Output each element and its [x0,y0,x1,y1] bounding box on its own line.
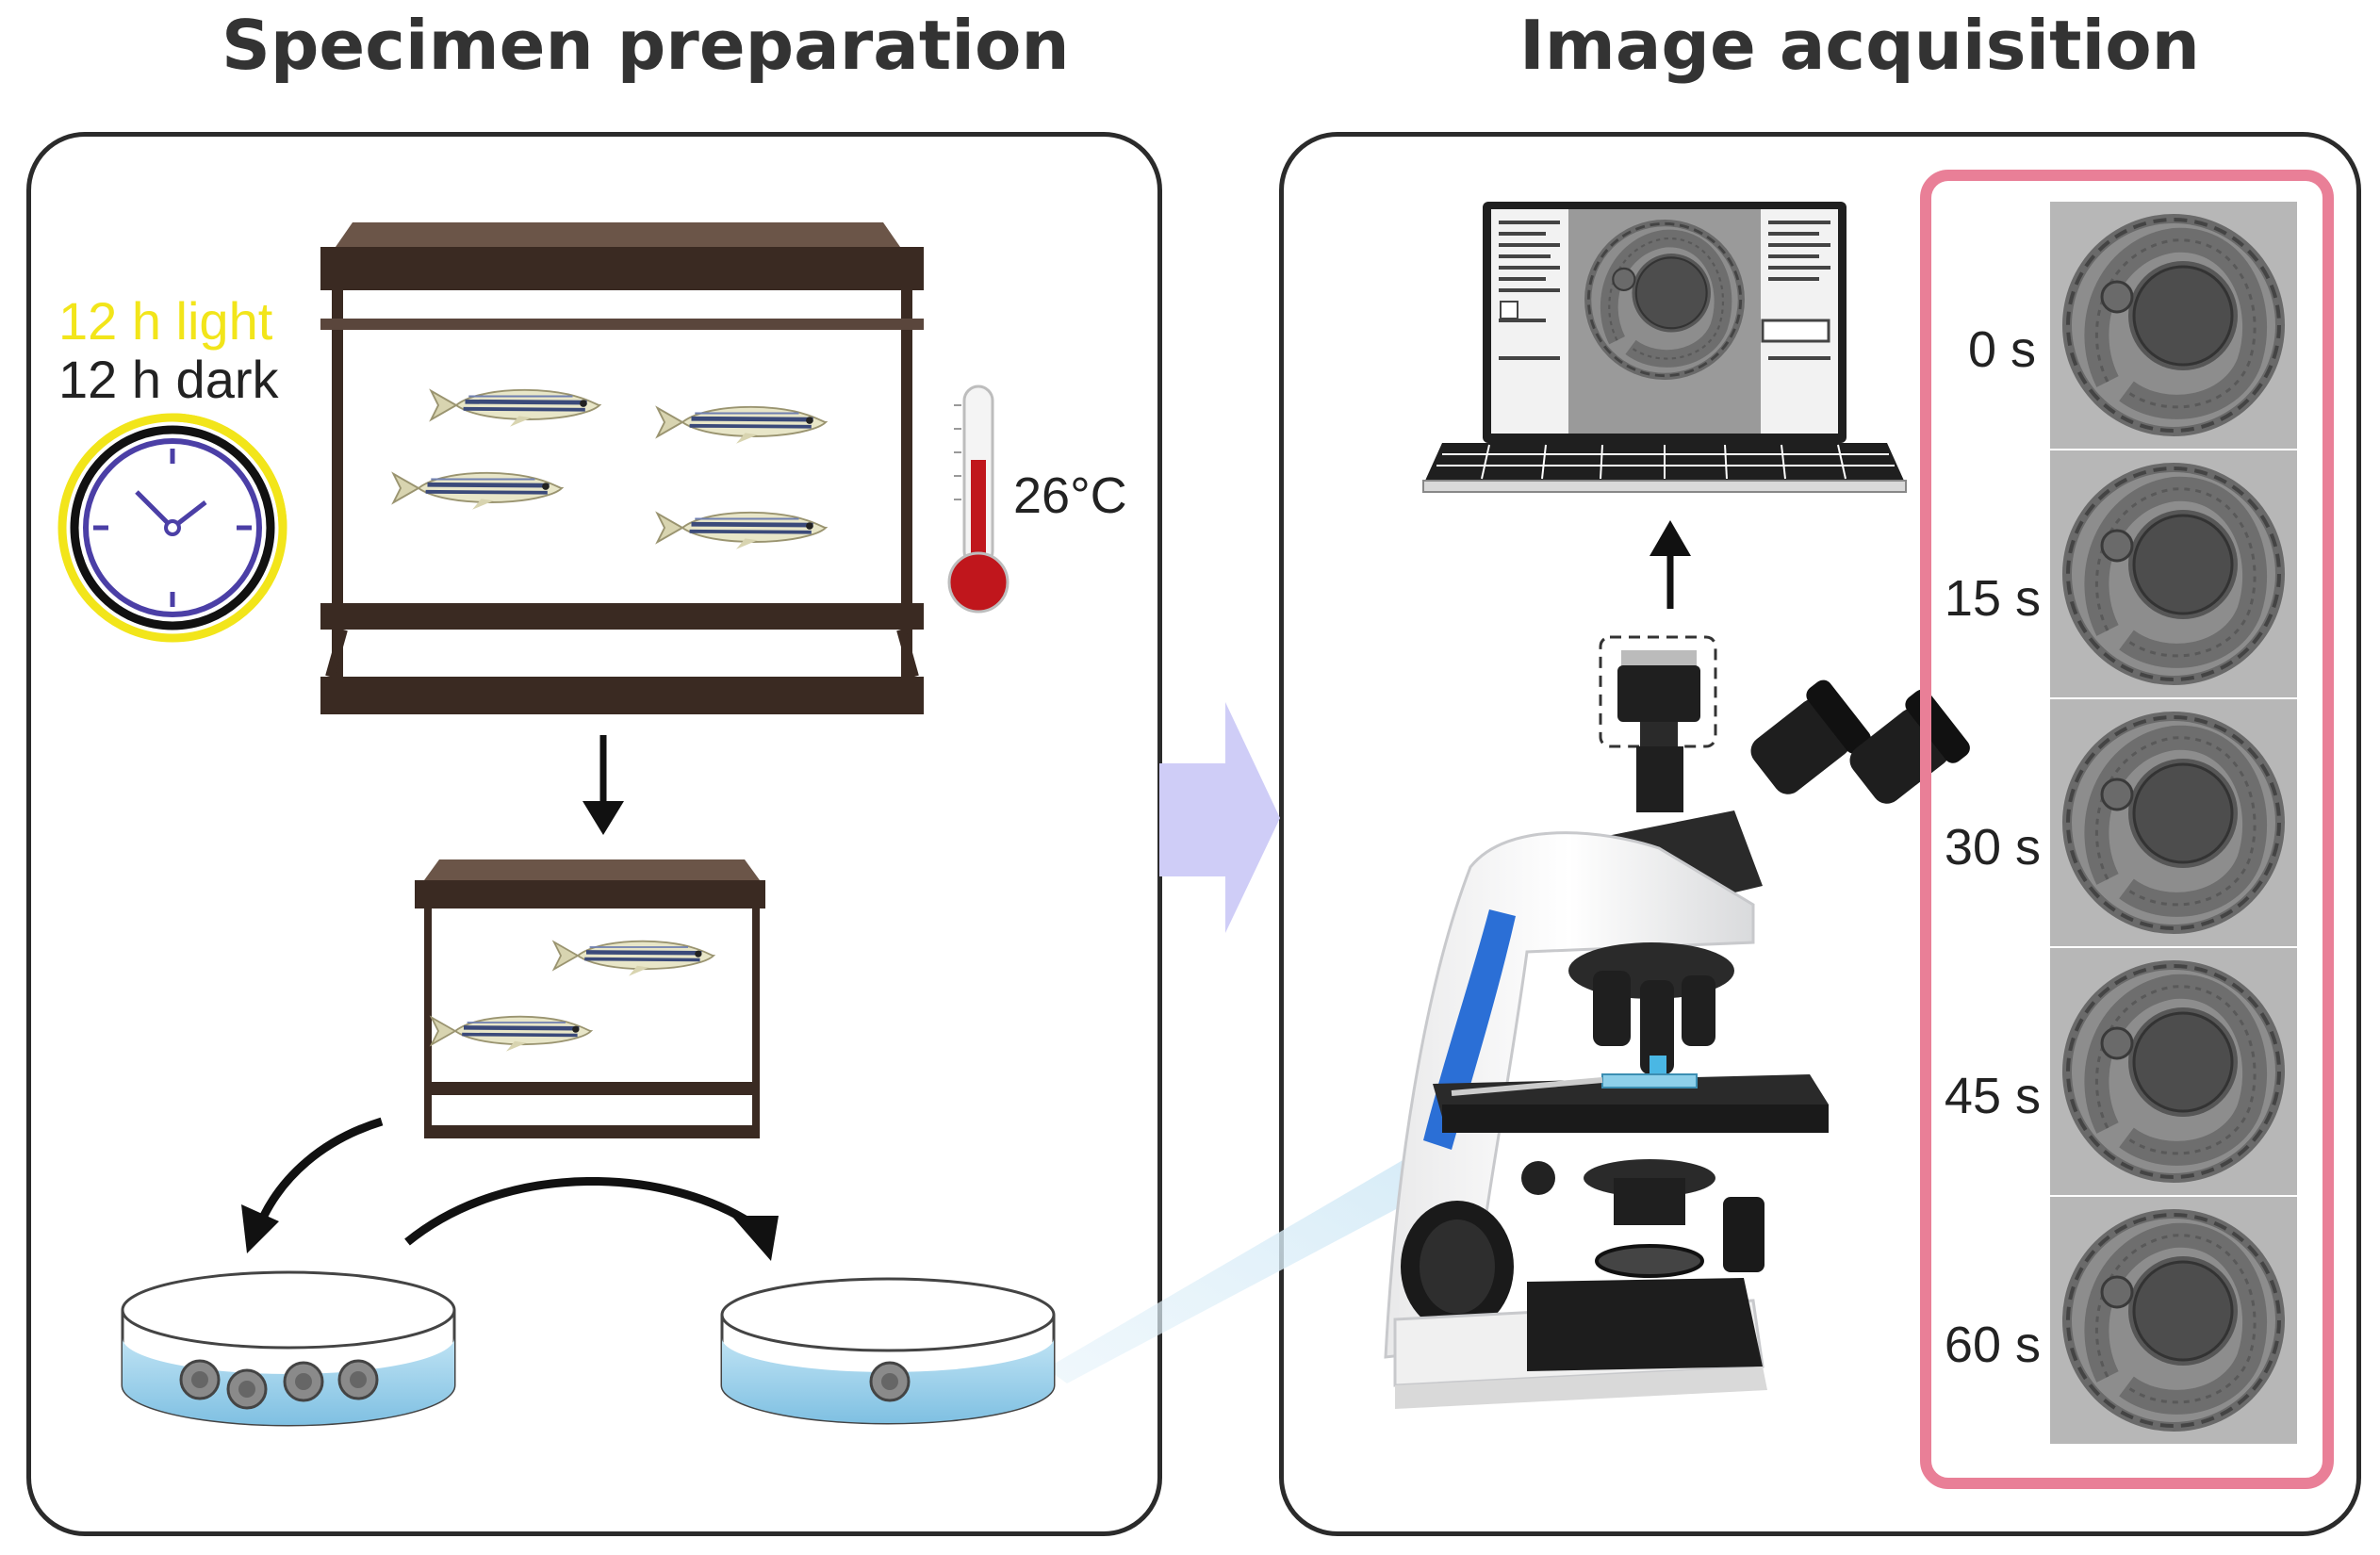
curved-arrow-icon [404,1176,779,1261]
light-beam [1046,1123,1494,1383]
curved-arrow-icon [241,1117,384,1253]
embryo-frame [2050,948,2297,1195]
embryo-frame [2050,202,2297,449]
zebrafish-icon [393,473,562,510]
petri-dish-icon [720,1277,1056,1425]
camera-icon [1599,635,1717,750]
zebrafish-icon [431,390,599,427]
timepoint-label: 60 s [1944,1317,2041,1373]
embryo-frame [2050,1197,2297,1444]
temperature-label: 26°C [1013,467,1127,524]
section-title-image-acquisition: Image acquisition [1519,6,2200,85]
up-arrow-icon [1650,520,1691,609]
microscope-icon [1384,679,1970,1409]
fish-tank-icon [320,222,924,714]
timepoint-label: 0 s [1967,321,2036,378]
timepoint-label: 15 s [1944,570,2041,627]
fish-tank-icon [415,859,765,1138]
light-cycle-label: 12 h light [58,291,273,351]
thermometer-icon [947,385,1009,614]
zebrafish-icon [554,941,714,976]
section-title-specimen-preparation: Specimen preparation [222,6,1070,85]
zebrafish-icon [432,1017,591,1052]
petri-dish-icon [121,1270,456,1427]
timepoint-label: 45 s [1944,1068,2041,1124]
down-arrow-icon [583,735,624,835]
laptop-icon [1422,202,1907,493]
dark-cycle-label: 12 h dark [58,350,279,409]
timepoint-label: 30 s [1944,819,2041,876]
timelapse-border [1920,170,2334,1489]
transfer-arrow-icon [1159,702,1280,933]
clock-icon [57,413,287,643]
embryo-frame [2050,699,2297,946]
embryo-frame [2050,450,2297,697]
zebrafish-icon [657,407,826,444]
zebrafish-icon [657,513,826,549]
